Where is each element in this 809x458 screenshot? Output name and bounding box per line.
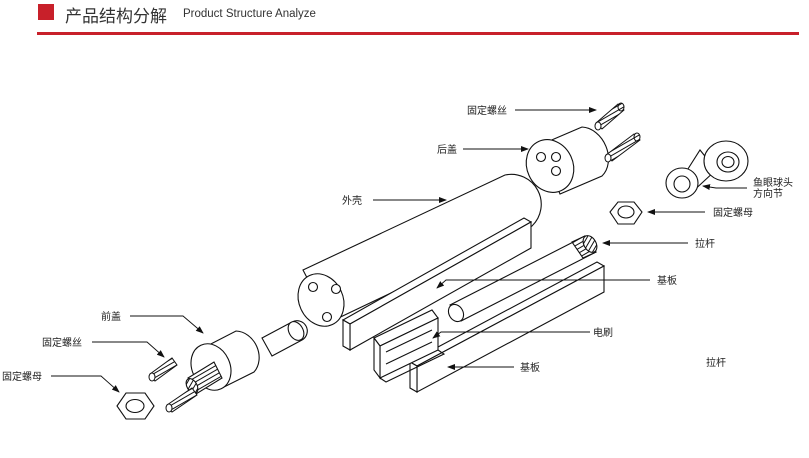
section-header: 产品结构分解 Product Structure Analyze [0, 0, 809, 40]
shell-part [297, 173, 542, 327]
label-brush: 电刷 [593, 326, 613, 339]
label-shell: 外壳 [342, 194, 362, 207]
rear-nut-part [609, 201, 643, 225]
header-accent-square [38, 4, 54, 20]
label-front-cap: 前盖 [101, 310, 121, 323]
label-base-plate-top: 基板 [657, 274, 677, 287]
front-screw-part [148, 357, 198, 413]
label-rear-screw: 固定螺丝 [467, 104, 507, 117]
label-rear-cap: 后盖 [437, 143, 457, 156]
label-rod-end-line1: 鱼眼球头 [753, 176, 793, 189]
header-title-chinese: 产品结构分解 [65, 7, 167, 27]
label-rod-end-line2: 方向节 [753, 187, 783, 200]
label-front-nut: 固定螺母 [2, 370, 42, 383]
label-front-screw: 固定螺丝 [42, 336, 82, 349]
front-cap-part [185, 320, 308, 395]
rod-end-part [665, 140, 749, 199]
header-rule [37, 32, 799, 35]
label-base-plate-bottom: 基板 [520, 361, 540, 374]
base-plate-bottom-part [408, 261, 606, 393]
front-nut-part [116, 392, 155, 420]
label-rear-nut: 固定螺母 [713, 206, 753, 219]
header-title-english: Product Structure Analyze [183, 8, 316, 20]
rear-screw-part [594, 102, 641, 163]
pull-rod-part [447, 235, 598, 323]
label-pull-rod-extra: 拉杆 [706, 356, 726, 369]
brush-part [373, 309, 446, 383]
label-pull-rod: 拉杆 [695, 237, 715, 250]
callout-leaders [51, 107, 747, 393]
rear-cap-part [525, 126, 610, 195]
